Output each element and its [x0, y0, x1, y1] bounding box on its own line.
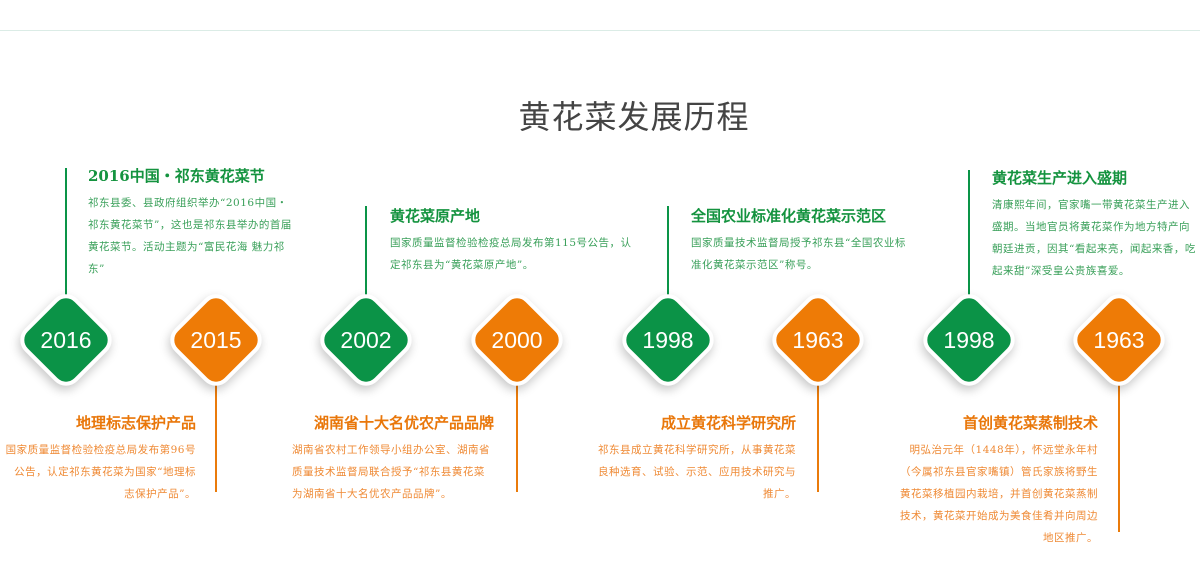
event-description: 国家质量监督检验检疫总局发布第96号公告，认定祁东黄花菜为国家“地理标志保护产品…: [5, 444, 196, 500]
event-title: 首创黄花菜蒸制技术: [962, 414, 1098, 432]
connector-line-2002: [365, 206, 367, 296]
connector-line-2016: [65, 168, 67, 296]
connector-line-1963b: [1118, 384, 1120, 532]
event-2015-geo-indication: 地理标志保护产品 国家质量监督检验检疫总局发布第96号公告，认定祁东黄花菜为国家…: [4, 412, 196, 505]
year-node-2015[interactable]: 2015: [163, 287, 269, 393]
event-ming-steaming: 首创黄花菜蒸制技术 明弘治元年（1448年），怀远堂永年村（今属祁东县官家嘴镇）…: [894, 412, 1098, 549]
event-description: 国家质量监督检验检疫总局发布第115号公告，认定祁东县为“黄花菜原产地”。: [390, 237, 632, 271]
year-label: 2015: [190, 327, 242, 353]
year-node-2002[interactable]: 2002: [313, 287, 419, 393]
year-label: 1963: [1093, 327, 1145, 353]
event-description: 清康熙年间，官家嘴一带黄花菜生产进入盛期。当地官员将黄花菜作为地方特产向朝廷进贡…: [992, 199, 1196, 277]
event-description: 湖南省农村工作领导小组办公室、湖南省质量技术监督局联合授予“祁东县黄花菜为湖南省…: [292, 444, 490, 500]
year-node-2000[interactable]: 2000: [464, 287, 570, 393]
year-node-1998b[interactable]: 1998: [916, 287, 1022, 393]
event-title: 全国农业标准化黄花菜示范区: [691, 207, 887, 225]
event-2002-origin: 黄花菜原产地 国家质量监督检验检疫总局发布第115号公告，认定祁东县为“黄花菜原…: [390, 205, 635, 276]
connector-line-1963a: [817, 384, 819, 492]
event-1963-research-institute: 成立黄花科学研究所 祁东县成立黄花科学研究所，从事黄花菜良种选育、试验、示范、应…: [594, 412, 796, 505]
year-label: 2016: [40, 327, 92, 353]
event-title: 地理标志保护产品: [75, 414, 196, 432]
year-label: 1998: [642, 327, 694, 353]
event-title: 黄花菜生产进入盛期: [992, 169, 1128, 187]
connector-line-2015: [215, 384, 217, 492]
event-description: 明弘治元年（1448年），怀远堂永年村（今属祁东县官家嘴镇）管氏家族将野生黄花菜…: [900, 444, 1098, 544]
event-description: 国家质量技术监督局授予祁东县“全国农业标准化黄花菜示范区”称号。: [691, 237, 906, 271]
year-node-2016[interactable]: 2016: [13, 287, 119, 393]
event-1998-demo-zone: 全国农业标准化黄花菜示范区 国家质量技术监督局授予祁东县“全国农业标准化黄花菜示…: [691, 205, 906, 276]
event-description: 祁东县委、县政府组织举办“2016中国・祁东黄花菜节”，这也是祁东县举办的首届黄…: [88, 197, 292, 275]
event-description: 祁东县成立黄花科学研究所，从事黄花菜良种选育、试验、示范、应用技术研究与推广。: [598, 444, 796, 500]
event-2000-hunan-brand: 湖南省十大名优农产品品牌 湖南省农村工作领导小组办公室、湖南省质量技术监督局联合…: [292, 412, 494, 505]
page-title: 黄花菜发展历程: [518, 98, 750, 136]
connector-line-2000: [516, 384, 518, 492]
year-label: 2000: [491, 327, 543, 353]
year-node-1963a[interactable]: 1963: [765, 287, 871, 393]
event-title: 湖南省十大名优农产品品牌: [313, 414, 494, 432]
event-2016-festival: 2016中国・祁东黄花菜节 祁东县委、县政府组织举办“2016中国・祁东黄花菜节…: [88, 165, 298, 280]
connector-line-1998a: [667, 206, 669, 296]
year-label: 1963: [792, 327, 844, 353]
connector-line-1998b: [968, 170, 970, 296]
event-title: 成立黄花科学研究所: [660, 414, 796, 432]
event-title: 2016中国・祁东黄花菜节: [88, 167, 265, 185]
year-label: 2002: [340, 327, 392, 353]
top-divider: [0, 30, 1200, 31]
year-node-1998a[interactable]: 1998: [615, 287, 721, 393]
year-label: 1998: [943, 327, 995, 353]
event-title: 黄花菜原产地: [390, 207, 481, 225]
year-node-1963b[interactable]: 1963: [1066, 287, 1172, 393]
event-qing-peak: 黄花菜生产进入盛期 清康熙年间，官家嘴一带黄花菜生产进入盛期。当地官员将黄花菜作…: [992, 167, 1200, 282]
